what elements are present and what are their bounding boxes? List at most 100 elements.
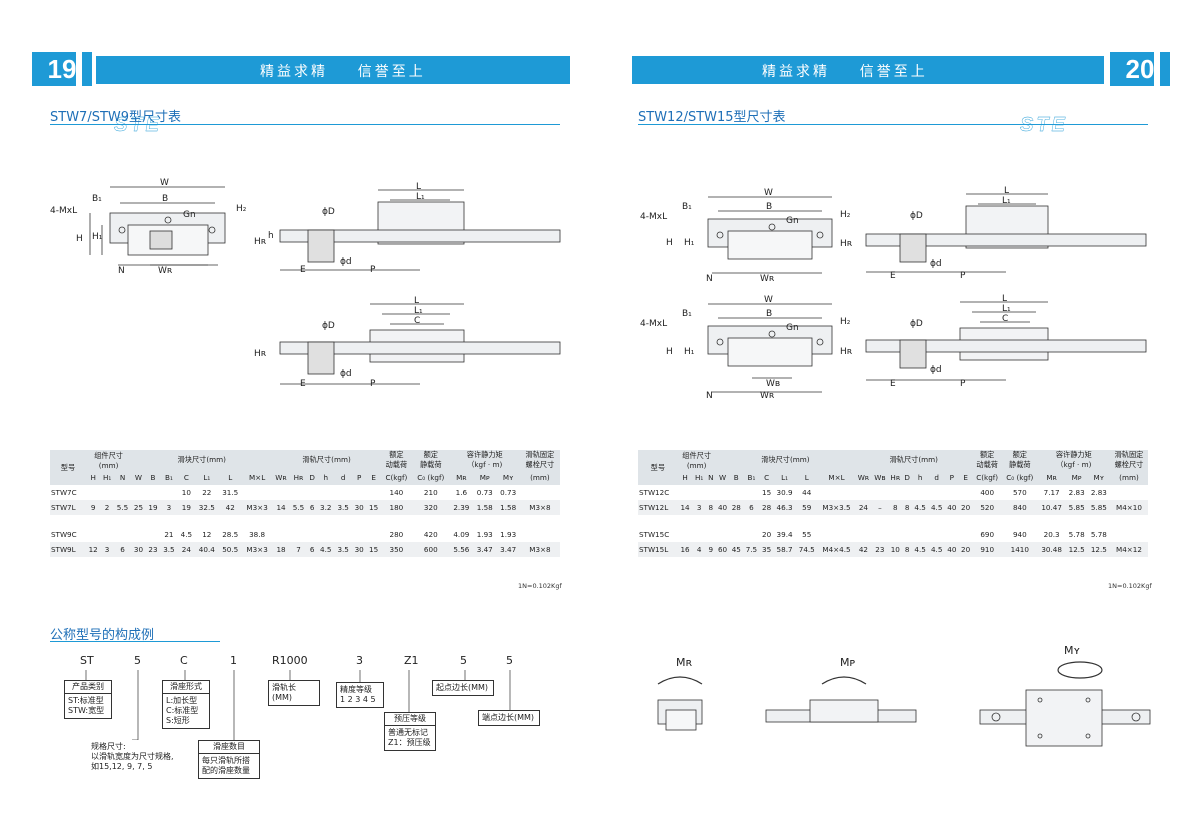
table-cell — [715, 527, 730, 542]
rail-side-view-drawing-4: L L₁ C ϕD Hʀ ϕd E P — [840, 294, 1147, 389]
column-header: C₀ (kgf) — [417, 473, 445, 482]
code-part: R1000 — [272, 654, 308, 667]
table-cell: 20.3 — [1037, 527, 1066, 542]
table-cell: 4.5 — [911, 542, 929, 557]
table-cell: 350 — [380, 542, 412, 557]
table-cell: 32.5 — [195, 500, 219, 515]
table-cell — [519, 485, 560, 500]
label-P: P — [370, 379, 376, 389]
th-block: 滑块尺寸(mm) — [177, 455, 226, 464]
table-cell: 59 — [795, 500, 818, 515]
brand-logo-left: STE — [102, 112, 182, 140]
label-d: ϕd — [930, 365, 942, 375]
label-B: B — [162, 194, 168, 204]
th-assembly: 组件尺寸 (mm) — [682, 450, 712, 470]
column-header: E — [371, 473, 376, 482]
label-L: L — [1004, 186, 1009, 196]
label-E: E — [300, 265, 306, 275]
th-assembly: 组件尺寸 (mm) — [94, 450, 123, 470]
table-cell — [911, 527, 929, 542]
column-header: W — [134, 473, 143, 482]
table-cell — [715, 485, 730, 500]
table-cell — [888, 485, 903, 500]
label-L: L — [1002, 294, 1007, 304]
table-cell: 2.83 — [1065, 485, 1088, 500]
table-cell: – — [871, 500, 889, 515]
table-cell: 320 — [411, 500, 450, 515]
table-cell — [743, 527, 760, 542]
label-P: P — [370, 265, 376, 275]
label-C: C — [414, 316, 420, 326]
label-WR: Wʀ — [760, 274, 775, 284]
column-header: Mʏ — [1093, 473, 1105, 482]
table-cell — [1109, 527, 1148, 542]
table-cell: 42 — [855, 542, 872, 557]
table-cell — [241, 485, 273, 500]
column-header: M×L — [828, 473, 845, 482]
table-cell: 12.5 — [1065, 542, 1088, 557]
table-cell — [131, 527, 146, 542]
column-header: L₁ — [203, 473, 211, 482]
box-line: L:加长型 — [166, 696, 198, 705]
model-cell: STW7L — [50, 500, 86, 515]
box-line: 如15,12, 9, 7, 5 — [91, 762, 153, 771]
th-stat: 额定 静载荷 — [419, 450, 442, 469]
column-header: h — [917, 473, 923, 482]
table-cell: 58.7 — [773, 542, 796, 557]
table-cell — [272, 527, 290, 542]
table-cell — [1109, 485, 1148, 500]
code-part: 3 — [356, 654, 363, 667]
table-cell: 4.5 — [177, 527, 196, 542]
table-cell: 10 — [177, 485, 196, 500]
table-cell: 910 — [972, 542, 1002, 557]
page-number-left: 19 — [32, 52, 92, 86]
box-line: 以滑轨宽度为尺寸规格, — [91, 752, 174, 761]
unit-note-left: 1N=0.102Kgf — [518, 582, 562, 590]
table-cell: 39.4 — [773, 527, 796, 542]
label-W: W — [160, 178, 169, 188]
box-line: C:标准型 — [166, 706, 199, 715]
label-WR: Wʀ — [158, 266, 173, 276]
code-part: ST — [80, 654, 94, 667]
spec-table-right: 型号 组件尺寸 (mm) 滑块尺寸(mm) 滑轨尺寸(mm) 额定 动载荷 额定… — [638, 450, 1148, 557]
table-cell — [366, 527, 381, 542]
table-row — [638, 515, 1148, 527]
table-cell: 2 — [100, 500, 114, 515]
table-cell: 180 — [380, 500, 412, 515]
table-cell — [958, 527, 973, 542]
left-page: 19 STE 精益求精 信誉至上 STW7/STW9型尺寸表 W B B₁ Gn… — [32, 52, 570, 779]
column-header: Wʙ — [874, 473, 886, 482]
table-cell — [911, 485, 929, 500]
column-header: Hʀ — [293, 473, 304, 482]
label-N: N — [706, 391, 713, 401]
label-MY: Mʏ — [1064, 644, 1080, 657]
column-header: C(kgf) — [385, 473, 408, 482]
table-cell — [817, 485, 856, 500]
box-line: 滑轨长(MM) — [272, 683, 296, 702]
moment-diagrams: Mʀ Mᴘ Mʏ — [657, 644, 1151, 747]
box-start-length: 起点边长(MM) — [432, 680, 494, 696]
column-header: Wʀ — [857, 473, 870, 482]
table-cell: 60 — [715, 542, 730, 557]
table-cell: 40.4 — [195, 542, 219, 557]
table-cell: 3.5 — [334, 500, 352, 515]
box-line: 每只滑轨所搭 — [202, 756, 250, 765]
table-row — [50, 515, 560, 527]
table-cell: 5.5 — [289, 500, 308, 515]
header-band-right: 精益求精 信誉至上 STE — [632, 56, 1104, 136]
column-header: Wʀ — [275, 473, 287, 482]
label-L1: L₁ — [1002, 304, 1011, 314]
table-cell — [351, 485, 367, 500]
column-header: B₁ — [165, 473, 173, 482]
label-Gn: Gn — [786, 216, 799, 226]
table-cell — [131, 485, 146, 500]
section-title-right: STW12/STW15型尺寸表 — [638, 110, 786, 125]
slogan-left: 精益求精 信誉至上 — [260, 64, 426, 80]
table-cell: 30 — [351, 500, 367, 515]
table-cell: 10.47 — [1037, 500, 1066, 515]
table-cell: 20 — [958, 542, 973, 557]
th-moment: 容许静力矩 （kgf · m) — [466, 450, 503, 469]
box-title: 产品类别 — [65, 681, 111, 694]
